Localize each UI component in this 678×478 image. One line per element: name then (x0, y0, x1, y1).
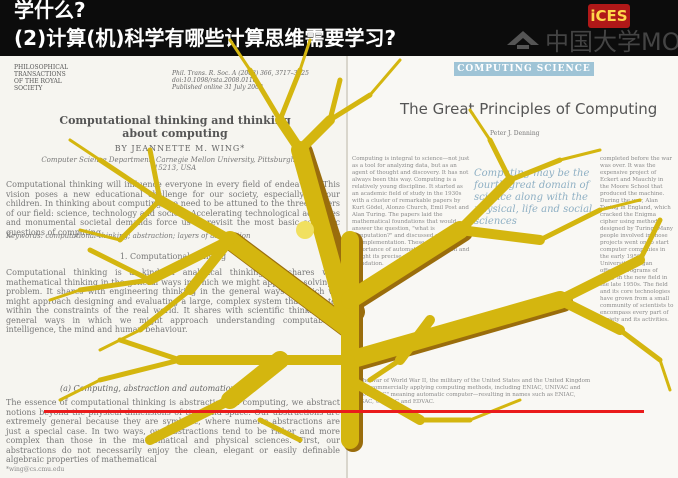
mooc-logo: 中国大学MOOC (505, 24, 678, 56)
red-underline (44, 410, 644, 413)
ices-logo: iCES (588, 4, 630, 28)
journal-ref-line: Phil. Trans. R. Soc. A (2008) 366, 3717–… (172, 70, 309, 77)
pull-quote: Computing may be the fourth great domain… (474, 168, 593, 227)
mooc-text: 中国大学MOOC (545, 27, 678, 56)
right-paper-title: The Great Principles of Computing (400, 100, 658, 118)
paper-abstract: Computational thinking will influence ev… (6, 180, 340, 237)
right-paper-image: COMPUTING SCIENCE The Great Principles o… (348, 56, 678, 478)
paper-title-line1: Computational thinking and thinking (59, 114, 291, 127)
paper-subsection: (a) Computing, abstraction and automatio… (60, 384, 236, 393)
right-paper-column-right: completed before the war was over. It wa… (600, 156, 674, 323)
paper-section-heading: 1. Computational thinking (119, 252, 227, 261)
paper-footnote: *wing@cs.cmu.edu (6, 466, 65, 473)
doi-line: doi:10.1098/rsta.2008.0118 (172, 77, 257, 84)
paper-keywords: Keywords: computational thinking; abstra… (6, 232, 251, 240)
left-paper-image: PHILOSOPHICAL TRANSACTIONS OF THE ROYAL … (0, 56, 346, 478)
journal-logo-text: PHILOSOPHICAL TRANSACTIONS OF THE ROYAL … (14, 64, 69, 92)
journal-ref: Phil. Trans. R. Soc. A (2008) 366, 3717–… (172, 70, 332, 91)
slide-title-line1: 学什么? (14, 0, 86, 22)
published-line: Published online 31 July 2008 (172, 84, 263, 91)
paper-author: BY JEANNETTE M. WING* (114, 144, 246, 153)
paper-title-line2: about computing (122, 127, 228, 140)
right-paper-column-left: Computing is integral to science—not jus… (352, 156, 470, 267)
title-bar: 学什么? (2)计算(机)科学有哪些计算思维需要学习? (0, 0, 678, 56)
paper-affiliation: Computer Science Department, Carnegie Me… (41, 156, 309, 172)
mooc-icon (507, 31, 539, 49)
computing-science-banner: COMPUTING SCIENCE (454, 62, 594, 76)
slide-title-line2: (2)计算(机)科学有哪些计算思维需要学习? (14, 26, 397, 50)
paper-title: Computational thinking and thinking abou… (30, 114, 320, 140)
paper-body-text: Computational thinking is a kind of anal… (6, 268, 340, 334)
right-paper-column-bottom: As the war of World War II, the military… (352, 378, 591, 405)
right-paper-author: Peter J. Denning (490, 130, 540, 137)
paper-lower-text: The essence of computational thinking is… (6, 398, 340, 464)
